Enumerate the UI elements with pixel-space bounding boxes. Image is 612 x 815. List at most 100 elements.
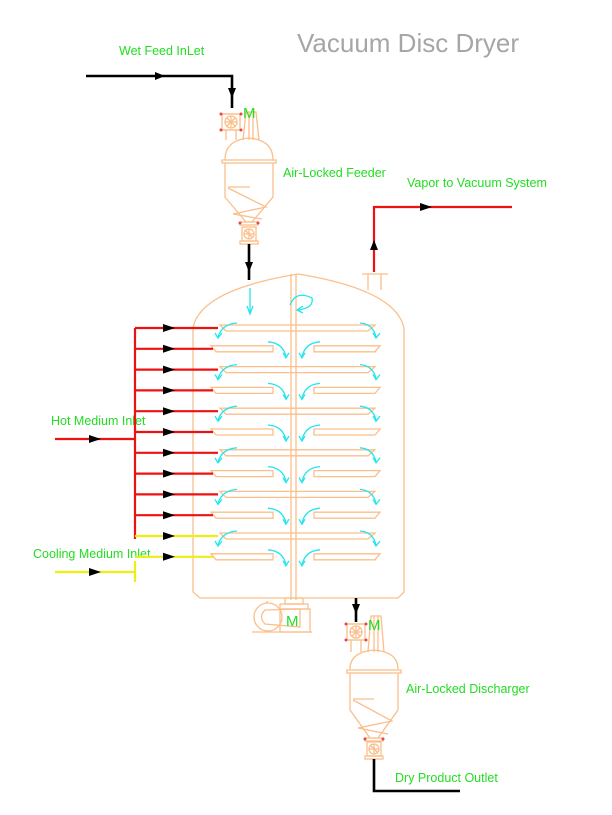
motor-label: M <box>243 105 256 122</box>
material-flow-arrow <box>217 363 238 379</box>
material-flow-arrow <box>372 374 381 381</box>
material-flow-arrow <box>301 465 321 482</box>
flow-arrow <box>163 552 175 561</box>
material-flow-arrow <box>298 394 306 401</box>
feed-to-dryer-line <box>245 244 253 280</box>
flow-arrow <box>352 604 360 614</box>
dry-product-line <box>372 759 460 793</box>
material-flow-arrow <box>359 363 377 379</box>
material-flow-arrow <box>298 560 306 568</box>
flow-arrow <box>163 532 175 540</box>
material-flow-arrow <box>214 498 223 506</box>
diagram-title: Vacuum Disc Dryer <box>297 28 519 58</box>
label-hot-medium-inlet: Hot Medium Inlet <box>51 414 146 428</box>
air-locked-discharger: M <box>344 615 402 760</box>
label-air-locked-discharger: Air-Locked Discharger <box>406 682 530 696</box>
disc <box>313 428 382 436</box>
material-flow-arrow <box>372 498 381 506</box>
disc <box>313 469 382 478</box>
disc <box>209 553 274 561</box>
material-flow-arrow <box>214 415 223 423</box>
hot-medium-manifold <box>55 324 218 539</box>
flow-arrow <box>163 365 175 374</box>
flow-arrow <box>163 407 175 416</box>
material-flow-arrow <box>282 394 290 401</box>
dryer-vessel <box>192 273 405 600</box>
material-flow-arrow <box>372 540 381 548</box>
material-flow-arrow <box>282 435 290 443</box>
disc <box>209 386 274 395</box>
flow-arrow <box>155 72 165 80</box>
material-flow-arrow <box>267 382 287 399</box>
material-flow-arrow <box>214 540 223 548</box>
material-flow-arrow <box>298 352 306 360</box>
disc <box>218 449 377 457</box>
disc <box>218 324 377 332</box>
flow-arrow <box>163 490 175 499</box>
material-flow-arrow <box>301 382 321 399</box>
material-flow-arrow <box>298 518 306 526</box>
motor-label: M <box>286 613 299 630</box>
flow-arrow <box>163 324 175 332</box>
material-flow-arrow <box>282 352 290 360</box>
disc <box>313 345 382 353</box>
flow-arrow <box>228 88 236 98</box>
material-flow-arrow <box>214 332 223 340</box>
disc <box>209 345 274 353</box>
discharge-line <box>352 598 360 622</box>
disc <box>218 365 377 374</box>
label-cooling-medium-inlet: Cooling Medium Inlet <box>33 547 151 561</box>
disc <box>313 553 382 561</box>
material-flow-arrow <box>282 477 290 484</box>
material-flow-arrow <box>359 322 377 338</box>
material-flow-arrow <box>301 424 321 441</box>
material-flow-arrow <box>217 405 238 421</box>
drive-motor: M <box>252 597 312 633</box>
material-flow-arrow <box>267 341 287 357</box>
vapor-line <box>362 203 512 290</box>
material-flow-arrow <box>267 507 287 524</box>
label-wet-feed-inlet: Wet Feed InLet <box>119 44 205 58</box>
disc <box>313 386 382 395</box>
material-flow-arrow <box>359 405 377 421</box>
label-vapor-outlet: Vapor to Vacuum System <box>407 176 547 190</box>
material-flow-arrow <box>359 488 377 504</box>
material-flow-arrow <box>301 507 321 524</box>
flow-arrow <box>163 511 175 520</box>
material-flow-arrow <box>372 457 381 464</box>
material-flow-arrow <box>217 530 238 546</box>
cooling-medium-manifold <box>55 532 218 582</box>
disc <box>209 469 274 478</box>
flow-arrow <box>163 428 175 436</box>
air-locked-feeder: M <box>219 105 277 245</box>
label-dry-product-outlet: Dry Product Outlet <box>395 771 498 785</box>
flow-arrow <box>89 435 101 443</box>
flow-arrow <box>163 344 175 353</box>
flow-arrow <box>163 469 175 478</box>
material-flow-arrow <box>267 424 287 441</box>
material-flow-arrow <box>372 332 381 340</box>
disc-stack <box>209 322 382 568</box>
disc <box>209 428 274 436</box>
wet-feed-line <box>86 72 236 108</box>
material-flow-arrow <box>298 477 306 484</box>
material-flow-arrow <box>301 549 321 565</box>
material-flow-arrow <box>214 374 223 381</box>
material-flow-arrow <box>359 447 377 462</box>
flow-arrow <box>370 240 378 250</box>
disc <box>218 532 377 540</box>
material-flow-arrow <box>301 341 321 357</box>
material-flow-arrow <box>217 322 238 338</box>
material-flow-arrow <box>217 488 238 504</box>
material-flow-arrow <box>267 465 287 482</box>
material-flow-arrow <box>282 560 290 568</box>
material-flow-arrow <box>282 518 290 526</box>
flow-arrow <box>245 262 253 272</box>
material-flow-arrow <box>217 447 238 463</box>
material-flow-arrow <box>359 530 377 546</box>
material-flow-arrow <box>372 415 381 423</box>
material-flow-arrow <box>214 457 223 464</box>
flow-arrow <box>163 448 175 457</box>
material-flow-arrow <box>267 549 287 565</box>
